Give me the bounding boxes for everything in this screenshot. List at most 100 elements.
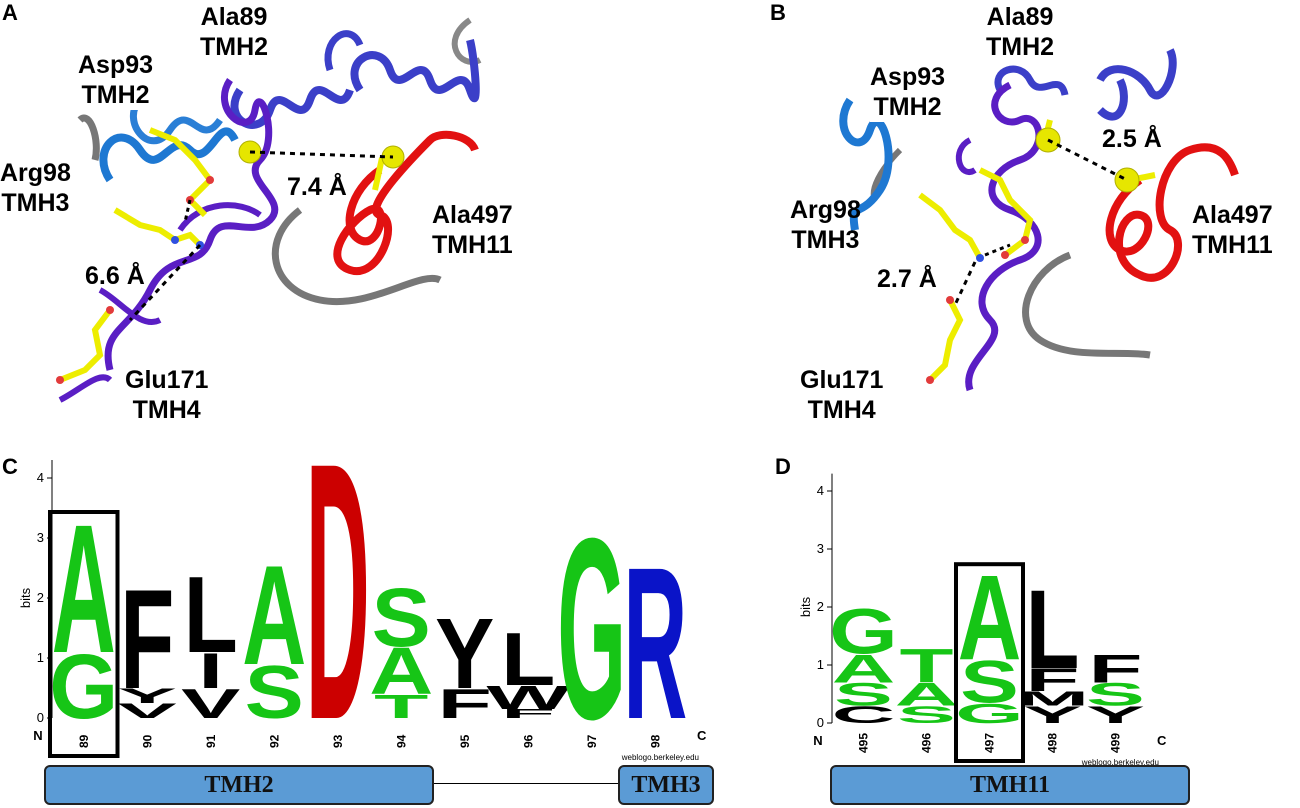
position-label: 497 bbox=[983, 733, 997, 753]
position-label: 94 bbox=[394, 734, 408, 748]
position-label: 495 bbox=[857, 733, 871, 753]
logo-letter: G bbox=[955, 698, 1023, 729]
logo-letter: R bbox=[623, 523, 687, 765]
logo-letter: A bbox=[895, 677, 959, 713]
tmh3-bar: TMH3 bbox=[618, 765, 714, 805]
position-label: 97 bbox=[585, 734, 599, 748]
highlight-box bbox=[954, 562, 1025, 763]
structure-b-render bbox=[839, 48, 1239, 392]
logo-letter: S bbox=[372, 571, 431, 664]
tmh-connector-line bbox=[434, 783, 618, 784]
position-label: 496 bbox=[920, 733, 934, 753]
highlight-box bbox=[48, 510, 120, 758]
logo-letter: V bbox=[118, 699, 177, 722]
logo-letter: G bbox=[49, 636, 118, 739]
position-label: 92 bbox=[267, 734, 281, 748]
logo-letter: L bbox=[501, 618, 555, 701]
structure-a-render bbox=[56, 17, 482, 403]
y-tick-label: 3 bbox=[37, 530, 44, 545]
y-tick-label: 3 bbox=[817, 541, 824, 556]
y-tick-label: 1 bbox=[817, 657, 824, 672]
position-label: 98 bbox=[648, 734, 662, 748]
weblogo-credit: weblogo.berkeley.edu bbox=[1081, 758, 1159, 767]
position-label: 89 bbox=[77, 734, 91, 748]
n-terminus-label: N bbox=[33, 728, 42, 743]
logo-letter: A bbox=[832, 646, 896, 691]
logo-letter: F bbox=[501, 707, 555, 721]
position-label: 93 bbox=[331, 734, 345, 748]
y-tick-label: 4 bbox=[817, 483, 824, 498]
position-label: 498 bbox=[1046, 733, 1060, 753]
logo-letter: S bbox=[960, 648, 1019, 715]
y-tick-label: 2 bbox=[37, 590, 44, 605]
panel-label-d: D bbox=[775, 454, 791, 479]
logo-letter: S bbox=[897, 701, 956, 728]
logo-letter: S bbox=[834, 677, 893, 713]
logo-letter: A bbox=[52, 487, 116, 692]
logo-letter: Y bbox=[1023, 701, 1082, 728]
y-axis-label: bits bbox=[18, 587, 33, 608]
y-tick-label: 1 bbox=[37, 650, 44, 665]
logo-letter: F bbox=[1026, 662, 1080, 698]
logo-letter: F bbox=[120, 561, 174, 719]
position-label: 90 bbox=[140, 734, 154, 748]
logo-letter: A bbox=[369, 634, 433, 709]
weblogo-credit: weblogo.berkeley.edu bbox=[621, 753, 699, 762]
logo-letter: Y bbox=[118, 684, 177, 707]
logo-letter: W bbox=[486, 679, 571, 716]
c-terminus-label: C bbox=[1157, 733, 1167, 748]
position-label: 91 bbox=[204, 734, 218, 748]
position-label: 96 bbox=[521, 734, 535, 748]
position-label: 95 bbox=[458, 734, 472, 748]
distance-b-glu: 2.7 Å bbox=[877, 265, 937, 293]
panel-label-c: C bbox=[2, 454, 18, 479]
logo-letter: Y bbox=[435, 598, 494, 710]
logo-letter: A bbox=[242, 537, 306, 695]
y-tick-label: 0 bbox=[37, 710, 44, 725]
y-axis-label: bits bbox=[798, 596, 813, 617]
logo-letter: Y bbox=[1086, 701, 1145, 728]
logo-letter: G bbox=[557, 484, 626, 773]
tmh11-bar: TMH11 bbox=[830, 765, 1190, 805]
logo-letter: L bbox=[184, 554, 238, 675]
logo-letter: V bbox=[181, 680, 240, 727]
logo-letter: D bbox=[306, 387, 370, 797]
c-terminus-label: C bbox=[697, 728, 707, 743]
logo-letter: T bbox=[900, 640, 954, 694]
y-tick-label: 4 bbox=[37, 470, 44, 485]
tmh2-bar: TMH2 bbox=[44, 765, 434, 805]
distance-b-ala: 2.5 Å bbox=[1102, 125, 1162, 153]
y-tick-label: 0 bbox=[817, 715, 824, 730]
logo-letter: I bbox=[198, 644, 223, 700]
logo-letter: A bbox=[958, 551, 1022, 686]
logo-letter: C bbox=[832, 701, 896, 728]
y-tick-label: 2 bbox=[817, 599, 824, 614]
distance-a-glu: 6.6 Å bbox=[85, 262, 145, 290]
position-label: 499 bbox=[1109, 733, 1123, 753]
panel-label-b: B bbox=[770, 0, 786, 25]
logo-letter: T bbox=[374, 688, 428, 725]
panel-label-a: A bbox=[2, 0, 18, 25]
logo-letter: F bbox=[438, 680, 492, 727]
logo-letter: S bbox=[1086, 677, 1145, 713]
distance-a-ala: 7.4 Å bbox=[287, 173, 347, 201]
logo-letter: S bbox=[245, 651, 304, 734]
logo-letter: M bbox=[1016, 687, 1089, 710]
logo-letter: L bbox=[1026, 566, 1080, 692]
